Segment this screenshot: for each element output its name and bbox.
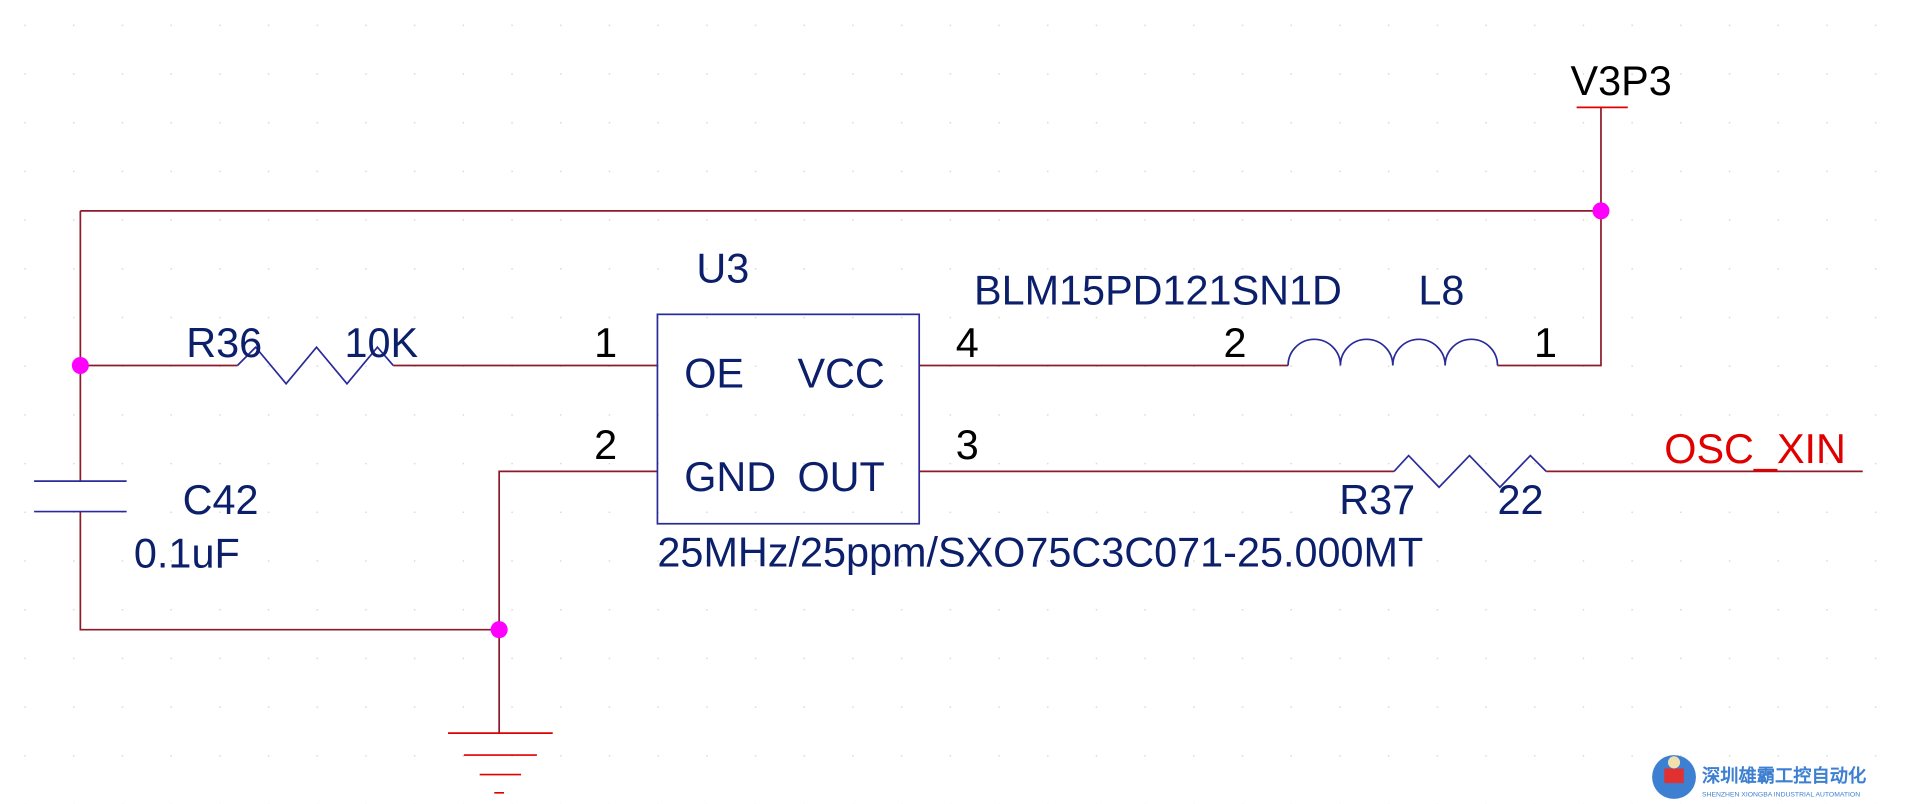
inductor-l8[interactable]: BLM15PD121SN1D L8 2 1	[974, 268, 1557, 366]
pin-name-gnd: GND	[684, 454, 776, 500]
junction-dot	[71, 356, 89, 374]
pin-name-vcc: VCC	[797, 350, 884, 396]
pin-name-out: OUT	[797, 454, 884, 500]
ground-symbol	[448, 732, 553, 794]
resistor-r37[interactable]: R37 22	[1339, 454, 1547, 523]
watermark-cn: 深圳雄霸工控自动化	[1702, 765, 1866, 787]
c42-ref: C42	[183, 477, 259, 523]
power-net-label: V3P3	[1571, 58, 1672, 104]
junction-dot	[1592, 202, 1610, 220]
watermark-en: SHENZHEN XIONGBA INDUSTRIAL AUTOMATION	[1702, 791, 1860, 798]
pin-number-1: 1	[594, 320, 617, 366]
pin-name-oe: OE	[684, 350, 744, 396]
net-label-osc-xin[interactable]: OSC_XIN	[1664, 426, 1846, 472]
l8-pin-1: 1	[1534, 320, 1557, 366]
pin-number-3: 3	[956, 422, 979, 468]
junction-dot	[490, 621, 508, 639]
u3-part-number: 25MHz/25ppm/SXO75C3C071-25.000MT	[657, 529, 1423, 575]
l8-pin-2: 2	[1224, 320, 1247, 366]
u3-ref: U3	[696, 246, 749, 292]
c42-value: 0.1uF	[134, 531, 240, 577]
pin-number-2: 2	[594, 422, 617, 468]
resistor-r36[interactable]: R36 10K	[186, 320, 419, 386]
r37-value: 22	[1497, 477, 1543, 523]
l8-ref: L8	[1418, 268, 1464, 314]
r37-ref: R37	[1339, 477, 1415, 523]
r36-ref: R36	[186, 320, 262, 366]
r36-value: 10K	[345, 320, 419, 366]
oscillator-u3[interactable]: U3 OE VCC GND OUT 1 2 3 4 25MHz/25ppm/SX…	[594, 246, 1423, 576]
capacitor-c42[interactable]: C42 0.1uF	[34, 477, 259, 577]
pin-number-4: 4	[956, 320, 979, 366]
watermark-logo: 深圳雄霸工控自动化 SHENZHEN XIONGBA INDUSTRIAL AU…	[1652, 755, 1866, 799]
l8-part-number: BLM15PD121SN1D	[974, 268, 1342, 314]
wires	[79, 107, 1863, 734]
